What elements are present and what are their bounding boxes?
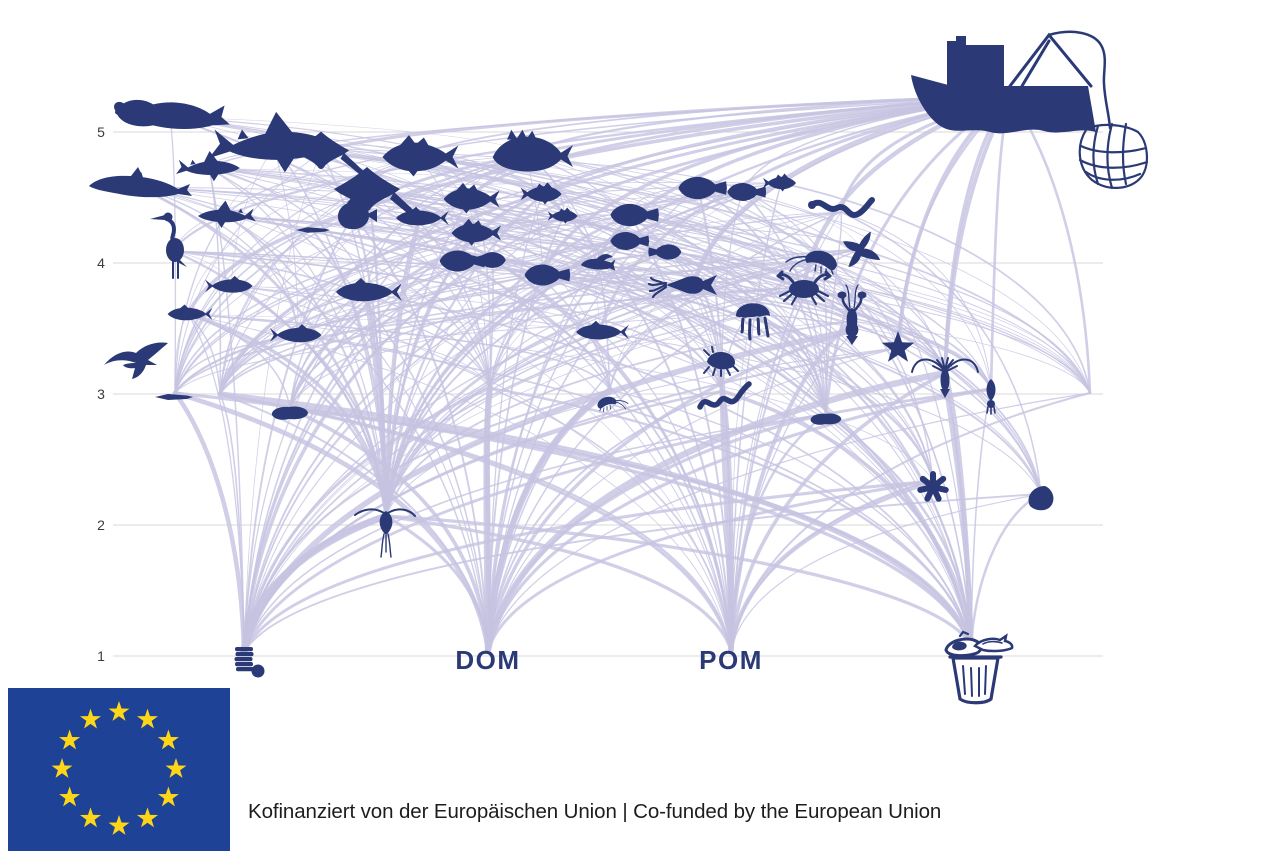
haddock-icon xyxy=(520,182,562,205)
blue-mussel-icon xyxy=(1028,486,1054,511)
phytoplankton-icon xyxy=(234,647,265,678)
eu-star-icon xyxy=(157,729,179,750)
cuttlefish-icon xyxy=(986,379,996,415)
crayfish-icon xyxy=(837,284,867,345)
horse-mackerel-icon xyxy=(576,320,629,340)
tope-shark-icon xyxy=(176,150,240,182)
eu-stars xyxy=(51,701,187,835)
trophic-level-3-label: 3 xyxy=(97,386,105,402)
turbot-icon xyxy=(678,176,727,200)
pom-label: POM xyxy=(699,645,763,675)
fishing-trawler-icon xyxy=(911,30,1149,190)
trawl-net-icon xyxy=(1078,122,1149,190)
grey-heron-icon xyxy=(150,212,187,279)
herring-school-icon xyxy=(167,304,213,321)
eu-star-icon xyxy=(51,758,73,778)
common-starfish-icon xyxy=(881,331,915,362)
sea-slug-icon xyxy=(810,413,842,425)
trophic-level-2-label: 2 xyxy=(97,517,105,533)
norway-lobster-icon xyxy=(911,357,979,398)
whiting-icon xyxy=(443,182,500,214)
stickleback-icon xyxy=(763,173,796,192)
trophic-level-1-label: 1 xyxy=(97,648,105,664)
cormorant-icon xyxy=(104,342,168,379)
eu-star-icon xyxy=(137,708,158,729)
eu-star-icon xyxy=(137,807,158,828)
eu-star-icon xyxy=(59,786,81,807)
eu-flag xyxy=(8,688,230,851)
sea-cucumber-icon xyxy=(271,406,308,420)
sea-bass-icon xyxy=(492,129,573,172)
eu-star-icon xyxy=(59,729,81,750)
halibut-icon xyxy=(524,264,571,286)
trophic-level-4-label: 4 xyxy=(97,255,105,271)
eel-icon xyxy=(808,197,875,218)
funding-statement: Kofinanziert von der Europäischen Union … xyxy=(248,800,942,823)
sea-trout-icon xyxy=(205,275,253,293)
plaice-icon xyxy=(610,203,659,227)
brill-icon xyxy=(727,183,767,201)
sprat-icon xyxy=(547,207,578,224)
dogfish-icon xyxy=(198,200,256,228)
ragworm-icon xyxy=(697,381,752,410)
squid-icon xyxy=(647,275,717,299)
hermit-crab-icon xyxy=(703,346,739,377)
amphipod-icon xyxy=(597,396,629,412)
cod-icon xyxy=(382,135,459,177)
brittle-star-icon xyxy=(917,471,949,502)
harbour-seal-icon xyxy=(114,99,230,129)
pout-icon xyxy=(451,218,501,246)
mackerel-icon xyxy=(336,278,402,302)
eu-star-icon xyxy=(108,701,130,721)
gurnard-icon xyxy=(580,254,616,271)
discards-bin-icon xyxy=(944,630,1014,705)
dom-label: DOM xyxy=(455,645,521,675)
jellyfish-icon xyxy=(736,303,770,341)
common-sole-icon xyxy=(648,244,682,260)
brown-crab-icon xyxy=(776,270,832,306)
lemon-sole-icon xyxy=(471,252,506,268)
salmon-icon xyxy=(269,324,322,343)
harbour-porpoise-icon xyxy=(89,167,192,198)
sandeel-icon xyxy=(155,394,193,400)
eu-star-icon xyxy=(80,807,101,828)
copepod-icon xyxy=(354,508,416,558)
eu-star-icon xyxy=(108,815,130,835)
lumpsucker-icon xyxy=(337,197,377,230)
thornback-ray-icon xyxy=(292,131,367,178)
eu-star-icon xyxy=(157,786,179,807)
eu-star-icon xyxy=(80,708,101,729)
eu-star-icon xyxy=(165,758,187,778)
dab-icon xyxy=(610,232,650,250)
brown-shrimp-icon xyxy=(785,250,837,276)
trophic-level-5-label: 5 xyxy=(97,124,105,140)
pipefish-icon xyxy=(295,227,330,233)
northern-gannet-icon xyxy=(843,231,881,268)
herring-icon xyxy=(396,206,449,226)
